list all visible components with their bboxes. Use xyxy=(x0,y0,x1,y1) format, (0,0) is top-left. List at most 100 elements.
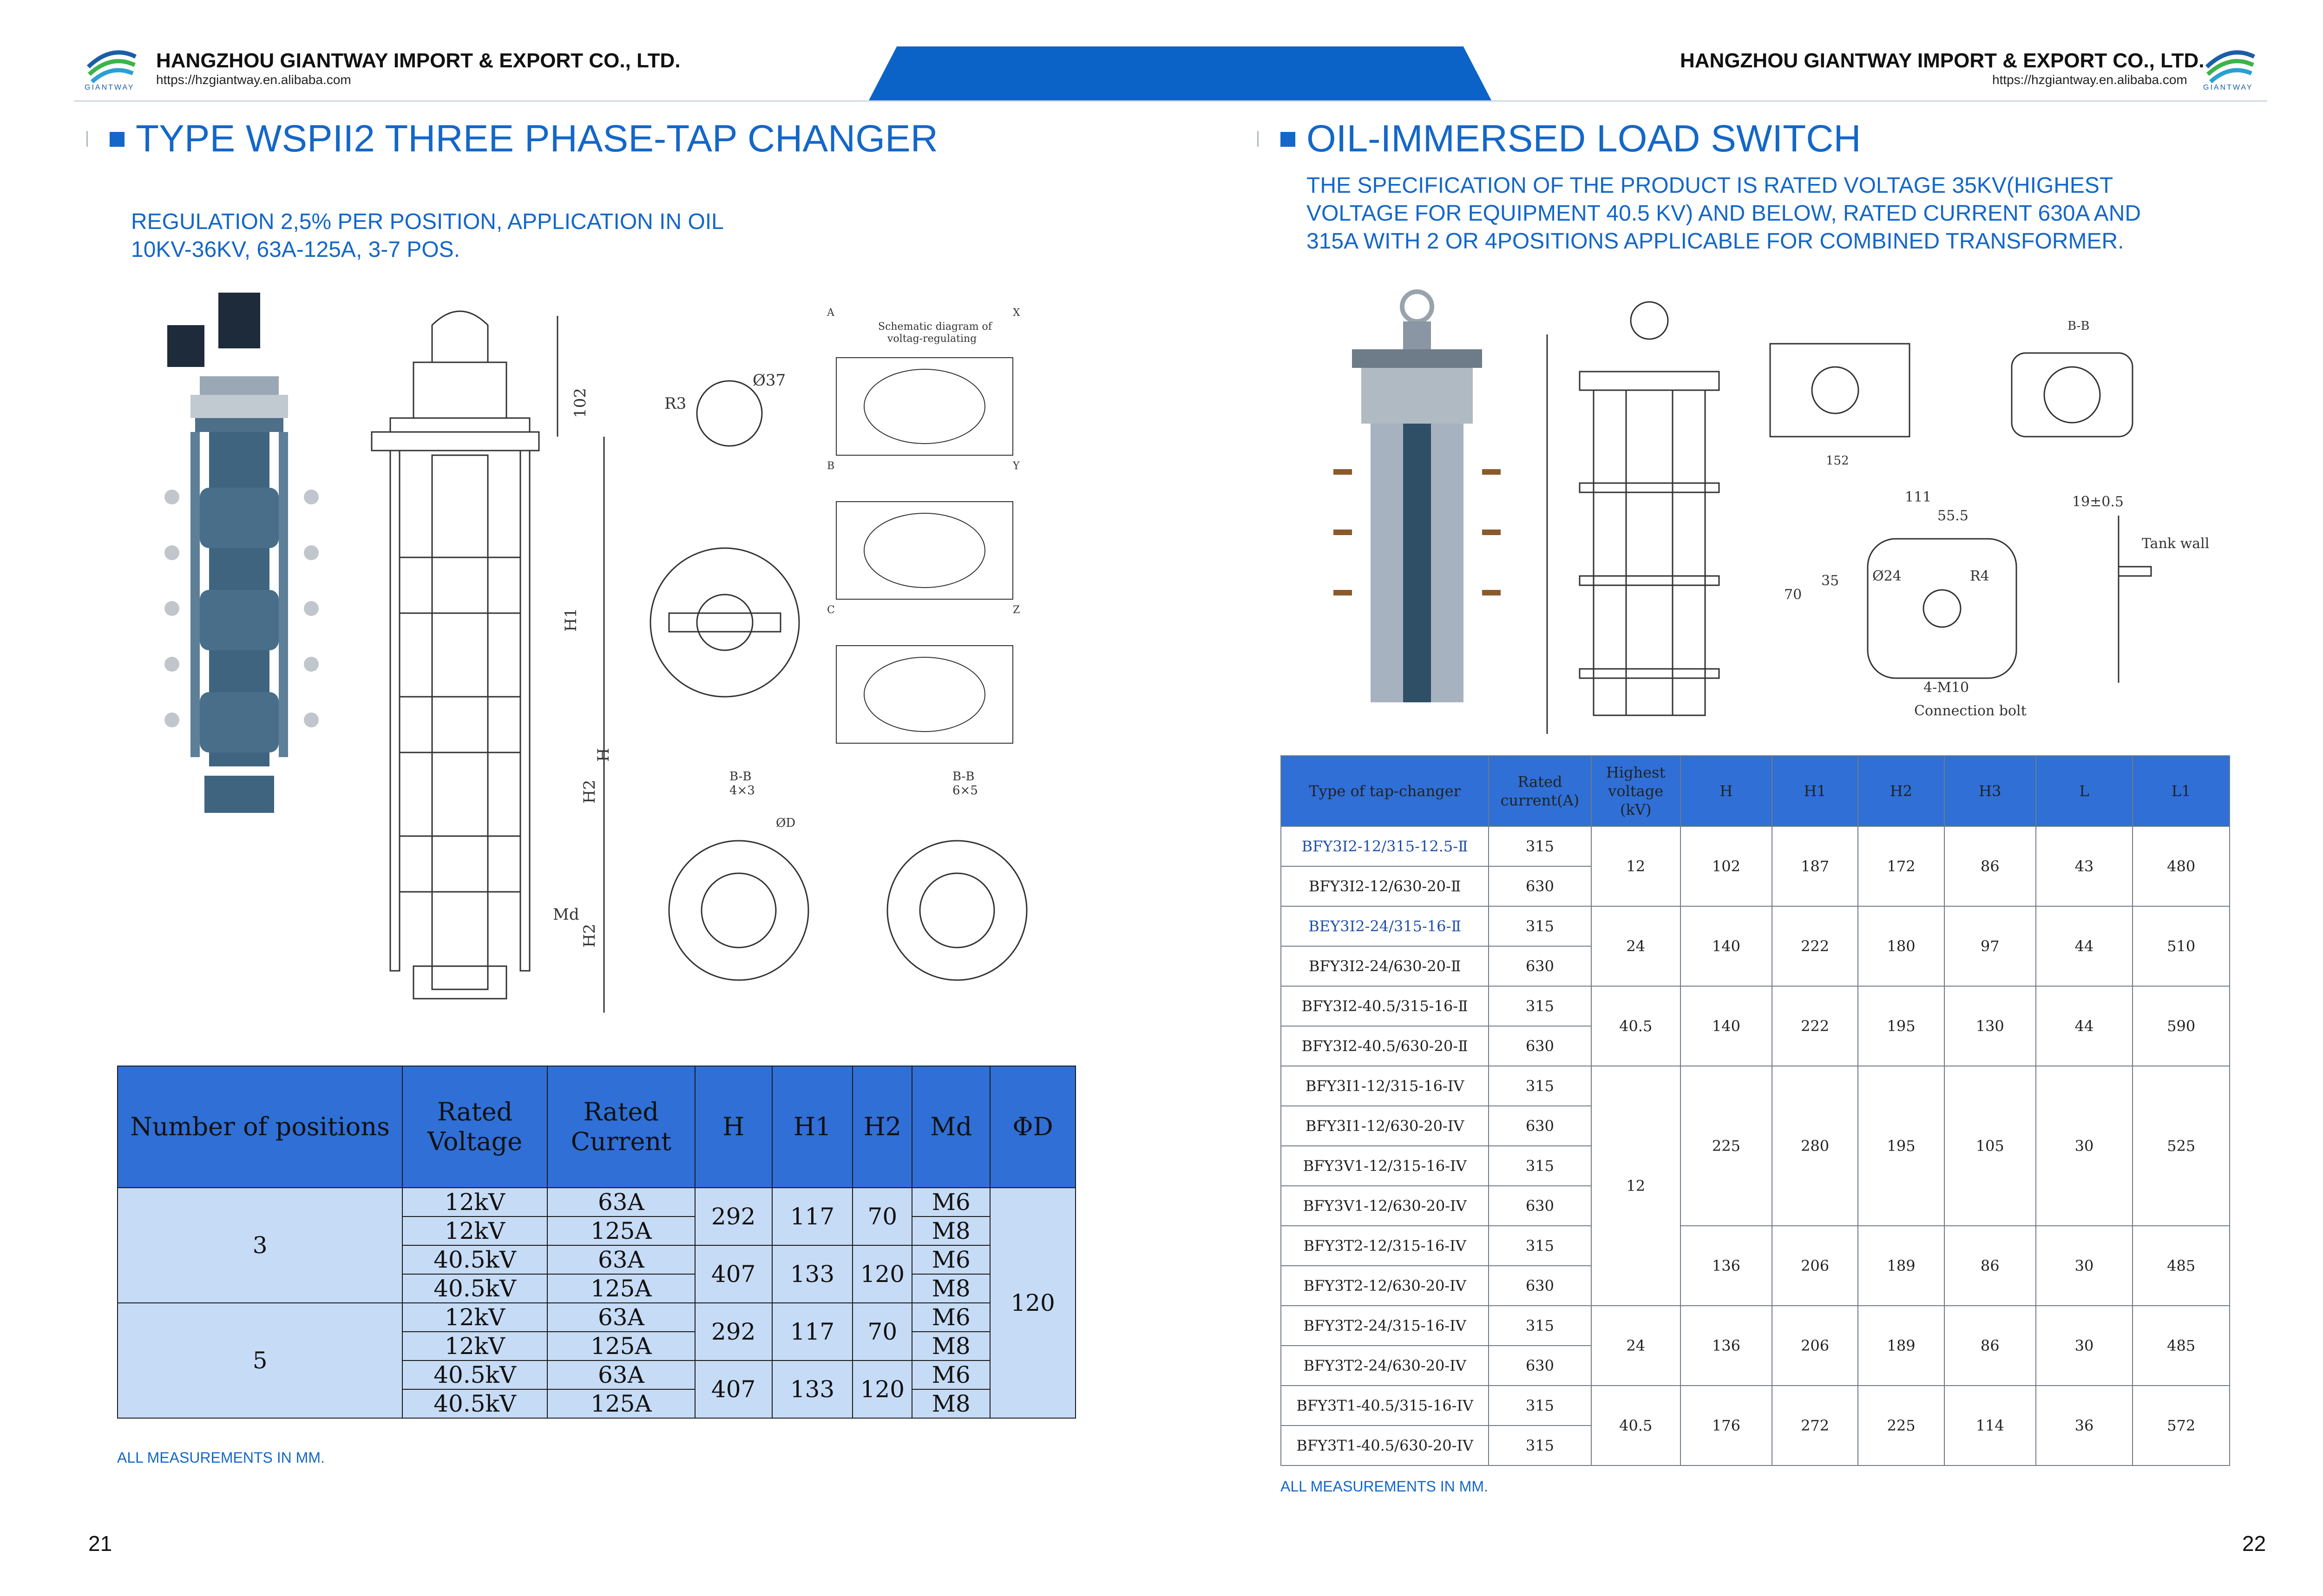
svg-text:X: X xyxy=(1013,307,1020,319)
left-desc-line1: REGULATION 2,5% PER POSITION, APPLICATIO… xyxy=(131,209,724,234)
voltage-schematic: A X Schematic diagram of voltag-regulati… xyxy=(827,307,1020,744)
svg-text:152: 152 xyxy=(1826,454,1849,468)
table-row: 40.5kV 63A 407 133 120 M6 xyxy=(118,1360,1076,1419)
col-h3: H3 xyxy=(1943,755,2036,827)
dim-h1: H1 xyxy=(562,608,580,632)
title-tick xyxy=(1257,131,1259,147)
table-row: 12kV 125A M8 xyxy=(118,1216,1076,1246)
right-desc-line3: 315A WITH 2 OR 4POSITIONS APPLICABLE FOR… xyxy=(1306,229,2124,254)
company-name-left: HANGZHOU GIANTWAY IMPORT & EXPORT CO., L… xyxy=(156,49,681,72)
svg-text:B-B: B-B xyxy=(729,771,751,784)
right-spec-table: Type of tap-changer Rated current(A) Hig… xyxy=(1280,755,2230,1466)
svg-text:Tank wall: Tank wall xyxy=(2142,536,2209,552)
switch-top-view xyxy=(650,547,800,698)
svg-text:R3: R3 xyxy=(664,394,686,413)
table-row: BFY3V1-12/630-20-IV 630 xyxy=(1280,1185,2230,1226)
col-highest-voltage: Highest voltage (kV) xyxy=(1590,755,1681,827)
page-number-left: 21 xyxy=(88,1531,112,1556)
table-row: BFY3I2-40.5/315-16-Ⅱ 315 40.5 140 222 19… xyxy=(1280,986,2230,1066)
tap-changer-photo xyxy=(164,293,319,813)
col-rated-current: Rated current(A) xyxy=(1488,755,1592,827)
dim-h2b: H2 xyxy=(580,924,599,948)
dim-md: Md xyxy=(553,905,579,924)
svg-text:voltag-regulating: voltag-regulating xyxy=(887,333,977,345)
table-row: BFY3T2-24/315-16-IV 315 24 136 206 189 8… xyxy=(1280,1305,2230,1386)
table-row: BFY3T2-24/630-20-IV 630 xyxy=(1280,1345,2230,1386)
table-row: BFY3T2-12/315-16-IV 315 136 206 189 86 3… xyxy=(1280,1225,2230,1306)
svg-text:Ø24: Ø24 xyxy=(1872,568,1902,584)
col-l1: L1 xyxy=(2132,755,2230,827)
table-row: BFY3T1-40.5/315-16-IV 315 40.5 176 272 2… xyxy=(1280,1385,2230,1466)
svg-text:70: 70 xyxy=(1784,587,1802,603)
company-name-right: HANGZHOU GIANTWAY IMPORT & EXPORT CO., L… xyxy=(1680,49,2205,72)
table-row: BFY3T2-12/630-20-IV 630 xyxy=(1280,1265,2230,1306)
right-table-header-row: Type of tap-changer Rated current(A) Hig… xyxy=(1280,755,2230,827)
col-h: H xyxy=(694,1066,773,1188)
left-spec-table: Number of positions Rated Voltage Rated … xyxy=(117,1066,1076,1419)
header-divider xyxy=(74,100,2267,102)
logo-text-left: GIANTWAY xyxy=(85,84,135,92)
table-row: BFY3T1-40.5/630-20-IV 315 xyxy=(1280,1425,2230,1466)
col-h2: H2 xyxy=(852,1066,913,1188)
logo-text-right: GIANTWAY xyxy=(2203,84,2253,92)
right-desc-line1: THE SPECIFICATION OF THE PRODUCT IS RATE… xyxy=(1306,173,2113,198)
col-phid: ΦD xyxy=(990,1066,1076,1188)
svg-text:A: A xyxy=(827,307,835,319)
table-row: BFY3I2-12/630-20-Ⅱ 630 xyxy=(1280,866,2230,907)
left-measurements-note: ALL MEASUREMENTS IN MM. xyxy=(117,1449,325,1466)
company-logo-icon xyxy=(86,50,137,84)
svg-text:4×3: 4×3 xyxy=(729,784,755,798)
col-rated-voltage: Rated Voltage xyxy=(402,1066,548,1188)
dim-h2a: H2 xyxy=(580,780,599,804)
left-desc-line2: 10KV-36KV, 63A-125A, 3-7 POS. xyxy=(131,237,460,262)
load-switch-photo xyxy=(1333,289,1501,702)
company-site-right[interactable]: https://hzgiantway.en.alibaba.com xyxy=(1992,72,2187,87)
title-bullet xyxy=(110,132,125,147)
right-section-title: OIL-IMMERSED LOAD SWITCH xyxy=(1306,118,1861,160)
col-type: Type of tap-changer xyxy=(1280,755,1490,827)
svg-text:19±0.5: 19±0.5 xyxy=(2072,494,2124,510)
svg-text:Schematic diagram of: Schematic diagram of xyxy=(878,321,993,333)
table-row: 12kV 125A M8 xyxy=(118,1331,1076,1361)
col-positions: Number of positions xyxy=(117,1066,403,1188)
svg-text:Connection bolt: Connection bolt xyxy=(1914,703,2027,719)
svg-text:B: B xyxy=(827,460,834,472)
left-table-header-row: Number of positions Rated Voltage Rated … xyxy=(117,1066,1076,1188)
section-bb-drawings: B-B 4×3 B-B 6×5 ØD xyxy=(668,771,1028,981)
col-h: H xyxy=(1680,755,1772,827)
header-blue-band xyxy=(869,46,1491,100)
right-measurements-note: ALL MEASUREMENTS IN MM. xyxy=(1280,1478,1488,1495)
col-md: Md xyxy=(912,1066,991,1188)
right-desc-line2: VOLTAGE FOR EQUIPMENT 40.5 KV) AND BELOW… xyxy=(1306,201,2141,226)
table-row: 40.5kV 125A M8 xyxy=(118,1274,1076,1303)
table-row: BFY3V1-12/315-16-IV 315 xyxy=(1280,1145,2230,1186)
table-row: BFY3I2-12/315-12.5-Ⅱ 315 12 102 187 172 … xyxy=(1280,826,2230,907)
dim-102: 102 xyxy=(571,388,590,418)
svg-text:35: 35 xyxy=(1821,573,1839,589)
table-row: BFY3I2-24/630-20-Ⅱ 630 xyxy=(1280,946,2230,987)
svg-text:55.5: 55.5 xyxy=(1937,508,1969,524)
svg-text:4-M10: 4-M10 xyxy=(1923,680,1969,696)
table-row: BFY3I1-12/315-16-IV 315 12 225 280 195 1… xyxy=(1280,1066,2230,1306)
radius-detail: R3 Ø37 xyxy=(664,371,786,447)
tap-changer-drawing: 102 H1 H H2 H2 Md xyxy=(371,310,613,1013)
table-row: BFY3I1-12/630-20-IV 630 xyxy=(1280,1105,2230,1146)
svg-text:111: 111 xyxy=(1905,489,1931,505)
svg-text:B-B: B-B xyxy=(2067,319,2089,333)
svg-text:C: C xyxy=(827,604,835,616)
col-h2: H2 xyxy=(1857,755,1945,827)
company-site-left[interactable]: https://hzgiantway.en.alibaba.com xyxy=(156,72,351,87)
svg-text:B-B: B-B xyxy=(952,771,974,784)
title-tick xyxy=(86,131,88,147)
table-row: 5 12kV 63A 292 117 70 M6 xyxy=(117,1302,1076,1419)
svg-text:Z: Z xyxy=(1013,604,1020,616)
col-h1: H1 xyxy=(1771,755,1859,827)
svg-text:Y: Y xyxy=(1012,460,1020,472)
col-h1: H1 xyxy=(771,1066,853,1188)
svg-text:ØD: ØD xyxy=(776,816,795,830)
bolt-detail: 111 55.5 19±0.5 Tank wall 70 35 Ø24 R4 4… xyxy=(1784,489,2209,719)
left-section-title: TYPE WSPII2 THREE PHASE-TAP CHANGER xyxy=(136,118,938,160)
table-row: BEY3I2-24/315-16-Ⅱ 315 24 140 222 180 97… xyxy=(1280,906,2230,987)
svg-text:R4: R4 xyxy=(1970,568,1989,584)
load-switch-drawing xyxy=(1546,301,1720,734)
